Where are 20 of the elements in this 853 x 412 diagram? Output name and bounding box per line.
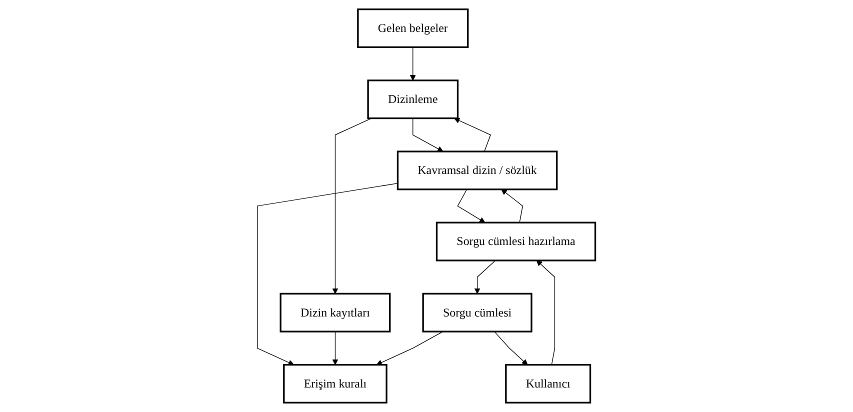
node-box: Erişim kuralı (283, 364, 388, 404)
arrow (536, 260, 556, 366)
node-box: Dizinleme (367, 80, 459, 120)
arrow (332, 118, 372, 294)
node-box: Kavramsal dizin / sözlük (397, 150, 558, 190)
node-box: Dizin kayıtları (280, 292, 391, 332)
arrow (376, 331, 444, 366)
arrow (454, 118, 492, 152)
arrow (501, 189, 524, 223)
arrow (457, 189, 486, 223)
node-box: Sorgu cümlesi (422, 292, 532, 332)
arrow (494, 331, 528, 366)
arrow (410, 46, 416, 81)
arrow (257, 182, 398, 366)
node-box: Gelen belgeler (357, 8, 469, 48)
arrow (474, 260, 496, 294)
node-box: Kullanıcı (505, 364, 592, 404)
arrow (332, 331, 338, 366)
arrow (412, 118, 444, 152)
node-box: Sorgu cümlesi hazırlama (436, 222, 596, 262)
